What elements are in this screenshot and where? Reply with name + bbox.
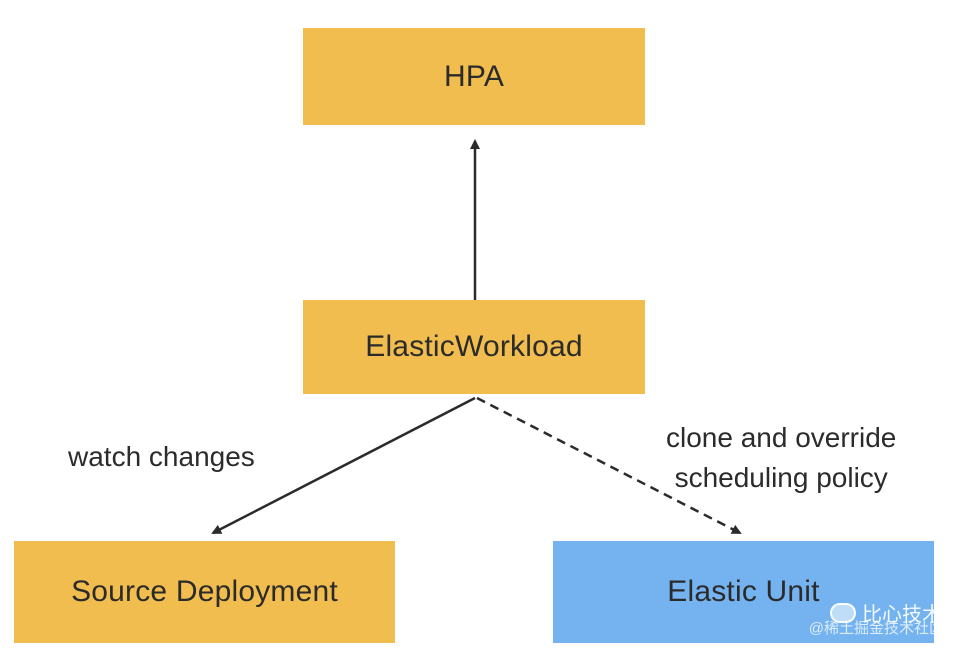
edge-label-clone-line2: scheduling policy xyxy=(674,462,888,493)
node-hpa-label: HPA xyxy=(443,59,505,93)
node-hpa: HPA xyxy=(303,28,645,125)
edge-label-clone-override: clone and override scheduling policy xyxy=(666,418,896,498)
wechat-icon xyxy=(830,602,856,623)
watermark: 比心技术 xyxy=(830,598,942,627)
edge-label-watch-changes: watch changes xyxy=(68,441,255,472)
watermark-sub: @稀土掘金技术社区 xyxy=(808,620,944,637)
node-elastic-unit-label: Elastic Unit xyxy=(667,575,820,608)
edge-label-clone-line1: clone and override xyxy=(666,422,897,453)
node-source-deployment-label: Source Deployment xyxy=(71,575,338,608)
node-elastic-workload: ElasticWorkload xyxy=(303,300,645,394)
node-elastic-unit: Elastic Unit xyxy=(553,541,934,643)
watermark-brand: 比心技术 xyxy=(862,604,942,626)
arrow-ew-to-elastic-unit xyxy=(476,396,742,535)
node-elastic-workload-label: ElasticWorkload xyxy=(365,330,583,363)
arrow-ew-to-source xyxy=(211,396,476,535)
node-source-deployment: Source Deployment xyxy=(14,541,395,643)
